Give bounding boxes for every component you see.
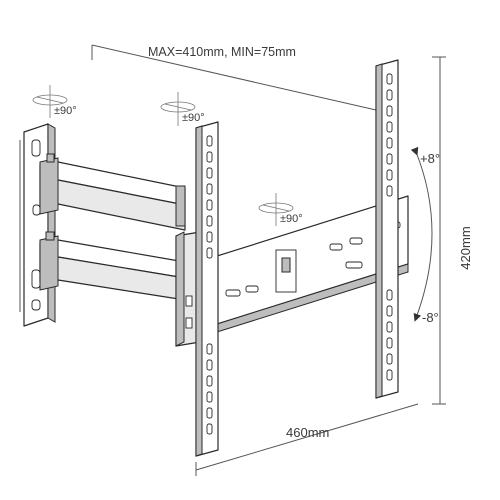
lower-arm <box>39 231 186 301</box>
upper-arm <box>39 153 186 231</box>
tv-strap-right <box>375 59 399 399</box>
swivel-indicator-tv: ±90° <box>258 193 303 226</box>
swivel-label-2: ±90° <box>182 112 205 124</box>
tilt-indicator: +8° -8° <box>410 146 440 325</box>
width-dimension: 460mm <box>195 403 419 476</box>
swivel-indicator-wall: ±90° <box>32 85 77 118</box>
height-dimension: 420mm <box>432 56 473 405</box>
swivel-label-1: ±90° <box>54 105 77 117</box>
swivel-label-3: ±90° <box>280 213 303 225</box>
height-label: 420mm <box>458 226 473 269</box>
vesa-label: MAX=410mm, MIN=75mm <box>148 45 296 59</box>
width-label: 460mm <box>286 425 329 440</box>
tilt-down-label: -8° <box>422 310 439 325</box>
tilt-up-label: +8° <box>420 151 440 166</box>
tv-strap-left <box>195 121 219 457</box>
swivel-indicator-middle: ±90° <box>160 92 205 126</box>
vesa-dimension: MAX=410mm, MIN=75mm <box>91 44 377 111</box>
